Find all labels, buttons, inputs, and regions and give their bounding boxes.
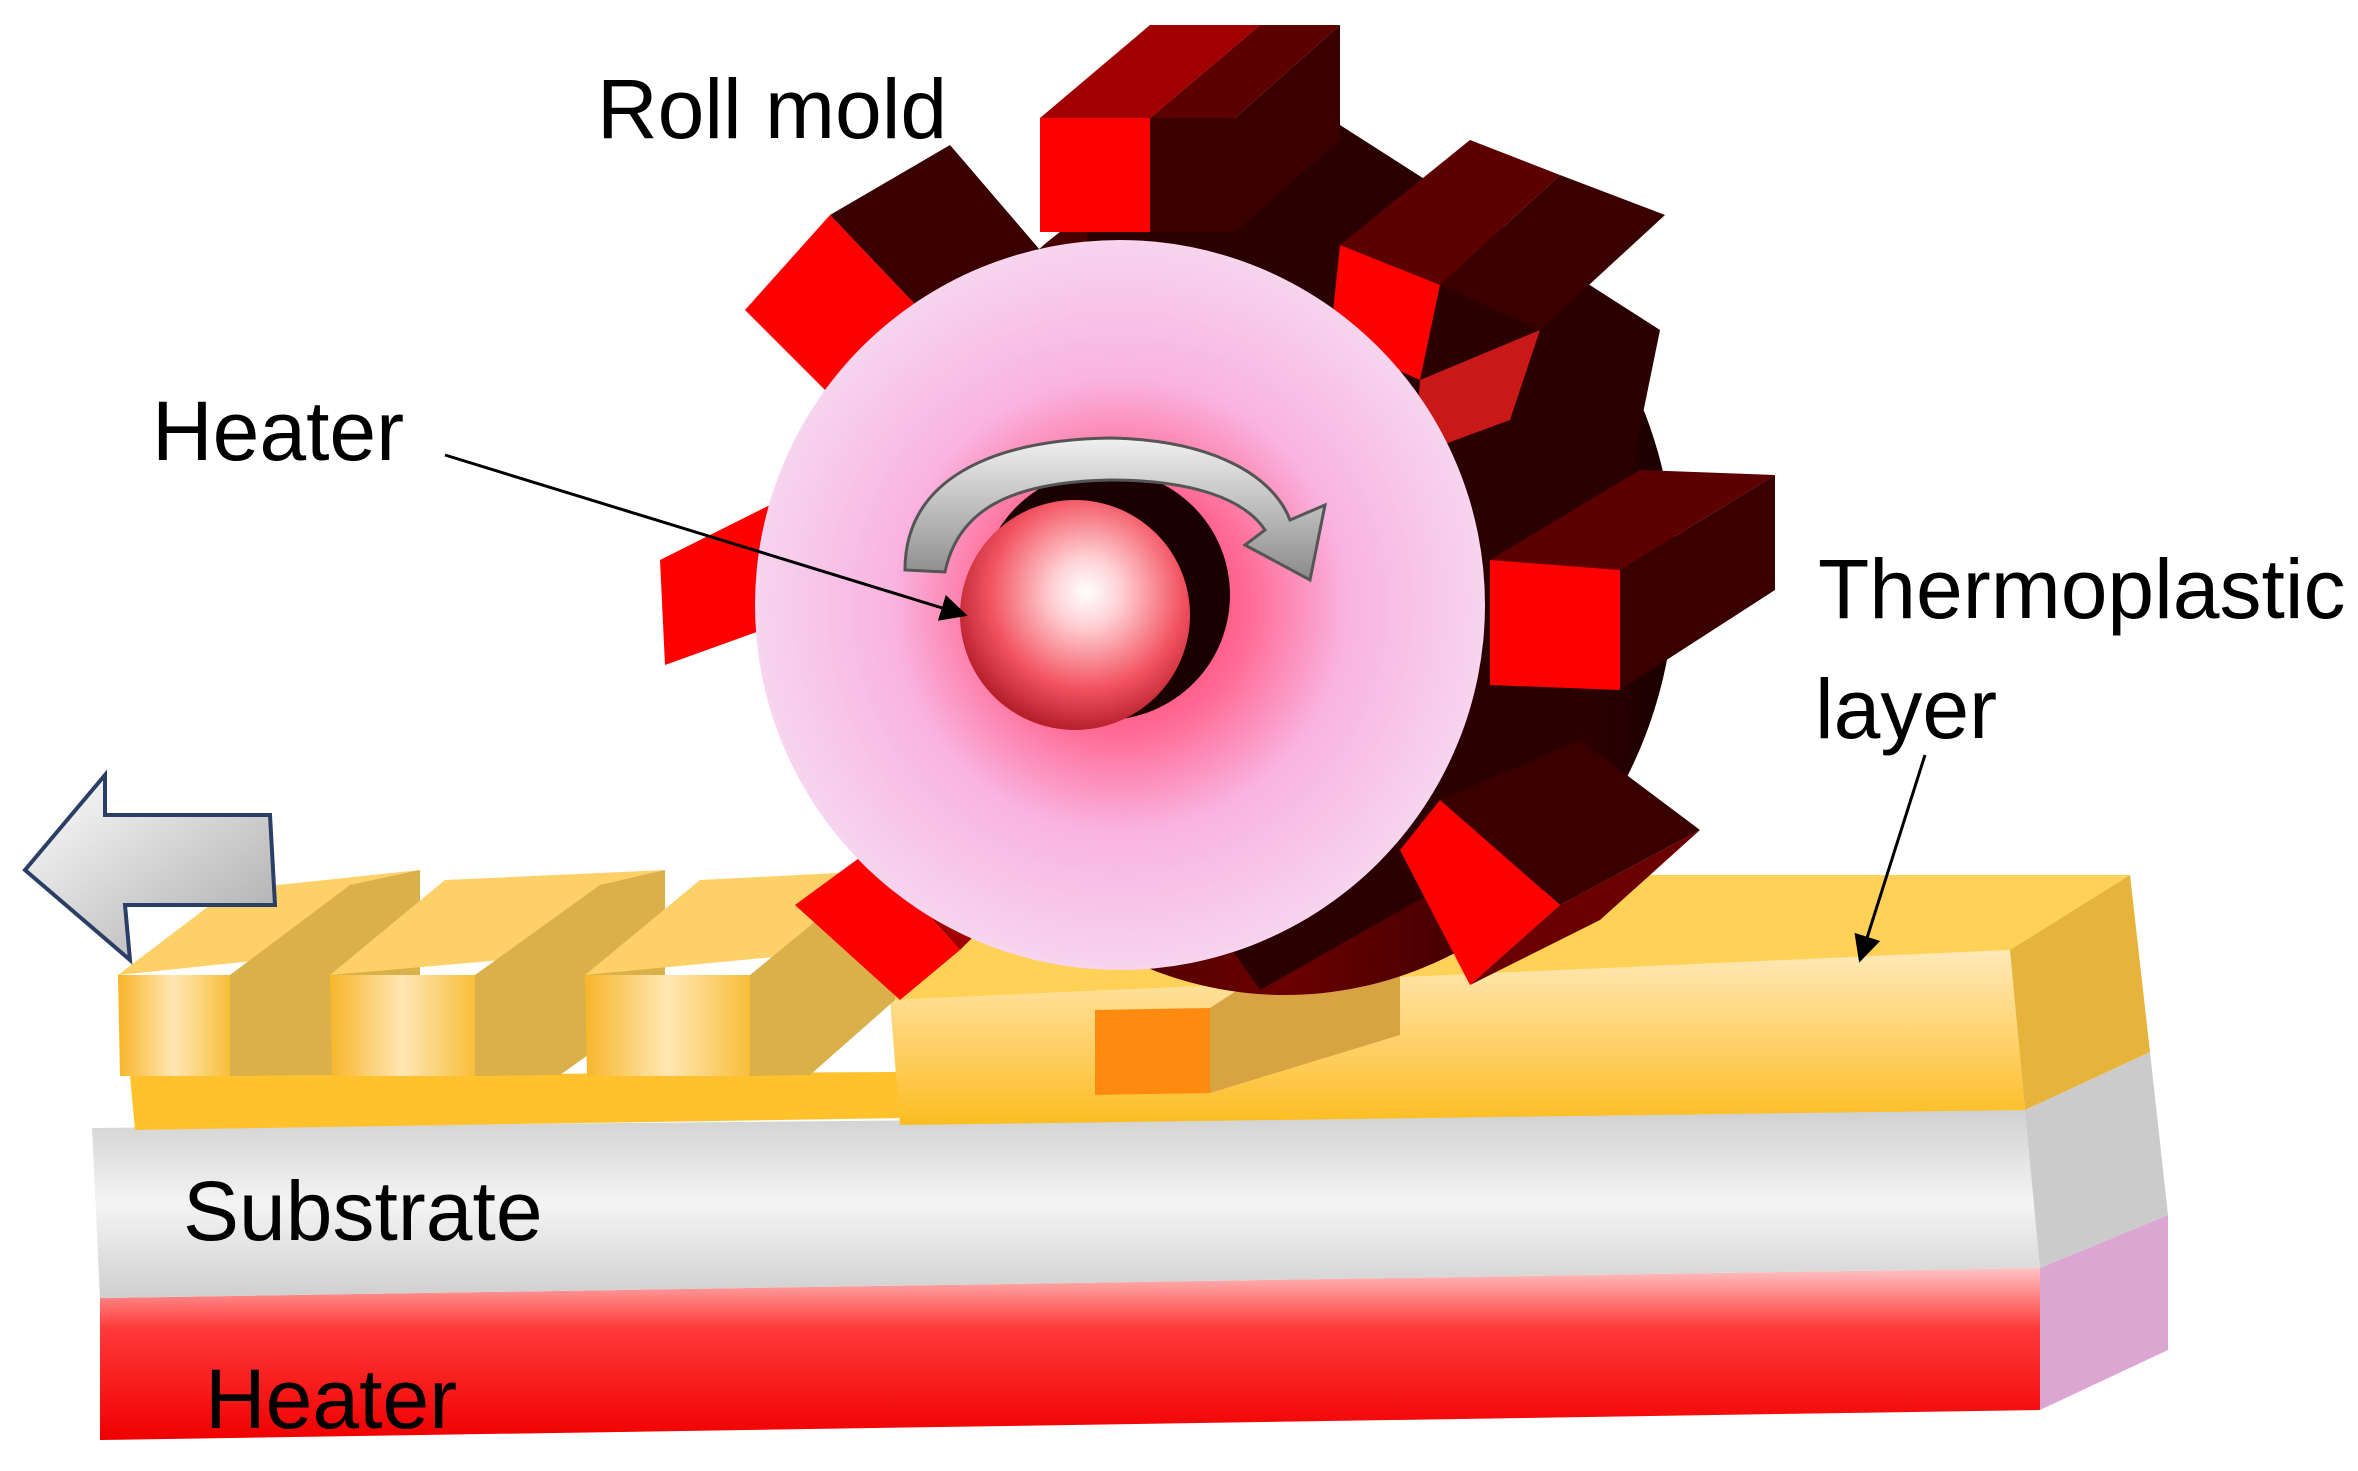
label-heater-center: Heater xyxy=(152,384,404,478)
left-arrow-icon xyxy=(22,769,278,965)
substrate-layer xyxy=(92,1052,2168,1298)
label-thermoplastic-line1: Thermoplastic xyxy=(1818,542,2346,636)
mold-tooth xyxy=(1040,25,1340,232)
label-substrate: Substrate xyxy=(183,1164,543,1258)
mold-tooth xyxy=(1400,740,1700,985)
label-thermoplastic-line2: layer xyxy=(1815,662,1997,756)
heater-layer xyxy=(100,1215,2168,1440)
curved-arrow-icon xyxy=(903,436,1328,583)
heater-core xyxy=(960,500,1190,730)
label-heater-bottom: Heater xyxy=(205,1352,457,1446)
mold-tooth xyxy=(1490,470,1775,690)
heater-pointer-line xyxy=(444,453,968,621)
roll-mold xyxy=(660,25,1775,1000)
thermoplastic-pointer-line xyxy=(1854,754,1927,963)
label-roll-mold: Roll mold xyxy=(597,62,947,156)
